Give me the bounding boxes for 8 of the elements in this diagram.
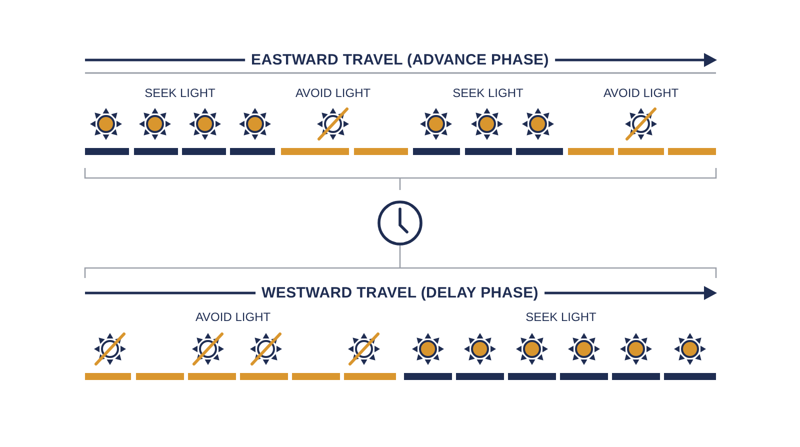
phase-label: SEEK LIGHT [144,86,216,100]
phase-label: AVOID LIGHT [195,310,271,324]
phase-label: AVOID LIGHT [603,86,679,100]
phase-label: AVOID LIGHT [295,86,371,100]
section-heading: EASTWARD TRAVEL (ADVANCE PHASE) [245,52,555,68]
section-heading: WESTWARD TRAVEL (DELAY PHASE) [256,284,544,302]
phase-label: SEEK LIGHT [526,310,596,324]
phase-label: SEEK LIGHT [452,86,524,100]
